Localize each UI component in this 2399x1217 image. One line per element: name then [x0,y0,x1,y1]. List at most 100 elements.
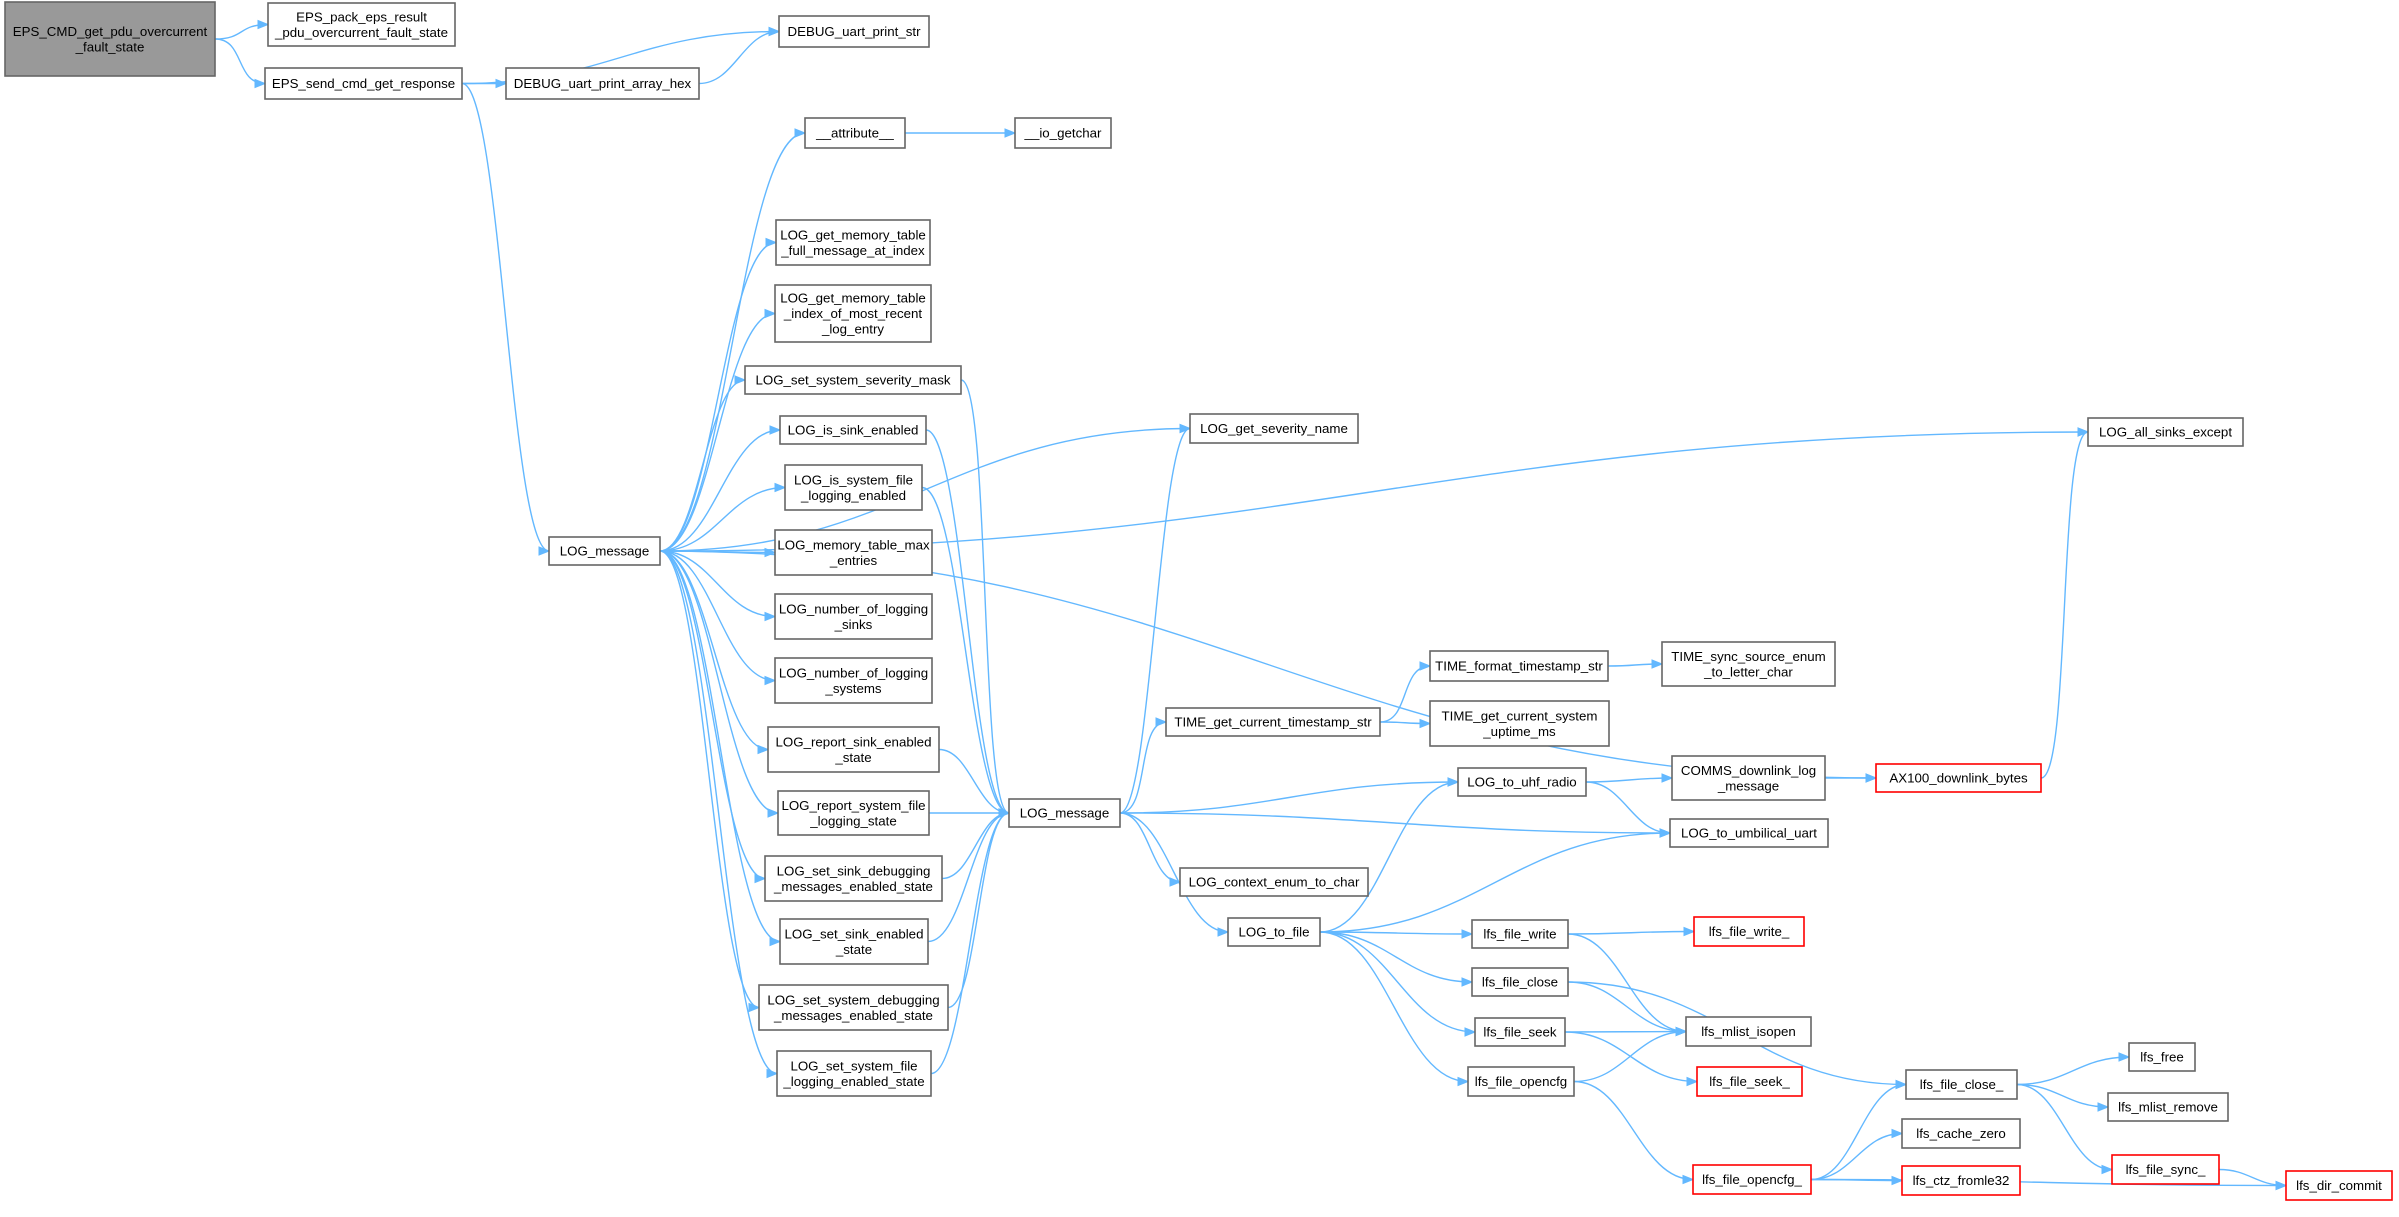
arrowhead [1457,1076,1470,1087]
node-label: lfs_file_seek_ [1709,1074,1790,1089]
arrowhead [2275,1180,2288,1191]
node-time-sync[interactable]: TIME_sync_source_enum_to_letter_char [1661,641,1836,687]
node-eps-pack[interactable]: EPS_pack_eps_result_pdu_overcurrent_faul… [267,2,456,47]
node-box [1696,1066,1803,1097]
node-log-all-sinks[interactable]: LOG_all_sinks_except [2087,417,2244,447]
node-lfs-write[interactable]: lfs_file_write [1471,919,1569,949]
node-lfs-write-[interactable]: lfs_file_write_ [1693,916,1805,947]
node-lfs-close[interactable]: lfs_file_close [1471,967,1569,997]
edge-log-msg-b-to-time-cur-ts [1119,721,1167,814]
node-log-ctx[interactable]: LOG_context_enum_to_char [1179,867,1369,897]
node-label: LOG_report_sink_enabled [776,734,932,749]
node-set-sys-dbg[interactable]: LOG_set_system_debugging_messages_enable… [758,984,949,1031]
edge-debug-hex-to-debug-print [698,30,780,85]
node-lfs-opencfg[interactable]: lfs_file_opencfg [1467,1066,1575,1097]
edge-log-msg-a-to-rep-sys-file [659,550,779,814]
edge-log-msg-a-to-num-sinks [659,550,776,618]
node-box [778,15,930,48]
edge-set-sink-en-to-log-msg-b [927,812,1010,943]
arrowhead [257,19,270,30]
node-set-sev-mask[interactable]: LOG_set_system_severity_mask [744,365,962,395]
arrowhead [1895,1079,1908,1090]
node-eps-send[interactable]: EPS_send_cmd_get_response [264,67,463,100]
node-label: lfs_file_write [1483,927,1556,942]
arrowhead [1179,423,1192,434]
node-log-to-file[interactable]: LOG_to_file [1227,917,1321,947]
node-box [2087,417,2244,447]
edge-set-sys-file-to-log-msg-b [930,812,1010,1075]
node-lfs-close-[interactable]: lfs_file_close_ [1905,1069,2018,1100]
node-lfs-seek-[interactable]: lfs_file_seek_ [1696,1066,1803,1097]
node-time-uptime[interactable]: TIME_get_current_system_uptime_ms [1429,700,1610,747]
node-debug-print[interactable]: DEBUG_uart_print_str [778,15,930,48]
node-is-sys-file[interactable]: LOG_is_system_file_logging_enabled [784,464,923,511]
node-log-msg-a[interactable]: LOG_message [548,536,661,566]
node-label: EPS_send_cmd_get_response [272,76,455,91]
node-root[interactable]: EPS_CMD_get_pdu_overcurrent_fault_state [4,1,216,77]
node-lfs-ctz[interactable]: lfs_ctz_fromle32 [1901,1165,2021,1196]
edge-lfs-write-to-lfs-mlist-isopen [1567,933,1687,1033]
node-label: lfs_file_close_ [1920,1077,2004,1092]
edge-log-msg-b-to-log-to-file [1119,812,1229,933]
arrowhead [254,78,267,89]
node-lfs-cache-zero[interactable]: lfs_cache_zero [1901,1118,2021,1149]
node-set-sys-file[interactable]: LOG_set_system_file_logging_enabled_stat… [776,1050,932,1097]
node-set-sink-en[interactable]: LOG_set_sink_enabled_state [779,918,929,965]
node-num-sinks[interactable]: LOG_number_of_logging_sinks [774,593,933,640]
node-attribute[interactable]: __attribute__ [804,117,906,149]
arrowhead [767,808,780,818]
edge-lfs-opencfg-to-lfs-mlist-isopen [1573,1030,1687,1083]
node-comms-dl[interactable]: COMMS_downlink_log_message [1671,755,1826,801]
node-time-cur-ts[interactable]: TIME_get_current_timestamp_str [1165,707,1381,737]
node-lfs-seek[interactable]: lfs_file_seek [1474,1017,1566,1047]
node-box [774,593,933,640]
node-box [1474,1017,1566,1047]
node-lfs-dir-commit[interactable]: lfs_dir_commit [2285,1170,2393,1201]
node-set-sink-dbg[interactable]: LOG_set_sink_debugging_messages_enabled_… [764,855,943,902]
edge-ax100-to-log-all-sinks [2040,431,2089,779]
node-label: LOG_is_sink_enabled [788,423,919,438]
node-get-mem-full[interactable]: LOG_get_memory_table_full_message_at_ind… [775,219,931,266]
node-label: _messages_enabled_state [773,1008,933,1023]
node-debug-hex[interactable]: DEBUG_uart_print_array_hex [505,67,700,100]
arrowhead [769,936,782,947]
edge-set-sys-dbg-to-log-msg-b [947,812,1010,1009]
node-lfs-mlist-isopen[interactable]: lfs_mlist_isopen [1685,1016,1812,1047]
node-box [767,726,940,773]
arrowhead [1675,1026,1688,1037]
node-is-sink-en[interactable]: LOG_is_sink_enabled [779,415,927,445]
node-label: LOG_number_of_logging [779,601,928,616]
node-label: EPS_CMD_get_pdu_overcurrent [13,24,208,39]
node-time-fmt-ts[interactable]: TIME_format_timestamp_str [1429,650,1609,682]
node-label: _log_entry [821,322,884,337]
arrowhead [1004,128,1017,138]
node-box [777,790,930,836]
node-log-msg-b[interactable]: LOG_message [1008,798,1121,828]
node-rep-sink[interactable]: LOG_report_sink_enabled_state [767,726,940,773]
node-box [2111,1154,2220,1185]
node-io-getchar[interactable]: __io_getchar [1014,117,1112,149]
node-label: COMMS_downlink_log [1681,763,1816,778]
node-lfs-mlist-remove[interactable]: lfs_mlist_remove [2107,1092,2229,1122]
arrowhead [1686,1076,1699,1087]
node-label: _message [1717,778,1779,793]
node-lfs-opencfg-[interactable]: lfs_file_opencfg_ [1692,1164,1812,1195]
node-get-mem-idx[interactable]: LOG_get_memory_table_index_of_most_recen… [774,284,932,343]
edge-log-msg-a-to-set-sink-en [659,550,781,943]
node-get-sev-name[interactable]: LOG_get_severity_name [1189,413,1359,444]
arrowhead [2077,427,2090,437]
edge-set-sev-mask-to-log-msg-b [960,379,1010,814]
node-box [774,284,932,343]
node-mem-max[interactable]: LOG_memory_table_max_entries [774,529,933,576]
node-ax100[interactable]: AX100_downlink_bytes [1875,763,2042,793]
node-rep-sys-file[interactable]: LOG_report_system_file_logging_state [777,790,930,836]
node-num-systems[interactable]: LOG_number_of_logging_systems [774,657,933,704]
node-lfs-free[interactable]: lfs_free [2128,1042,2196,1072]
node-label: lfs_file_opencfg [1475,1074,1567,1089]
node-log-uhf[interactable]: LOG_to_uhf_radio [1457,767,1587,797]
node-lfs-sync-[interactable]: lfs_file_sync_ [2111,1154,2220,1185]
edge-lfs-seek-to-lfs-mlist-isopen [1564,1030,1687,1033]
arrowhead [1865,773,1878,783]
node-log-umb[interactable]: LOG_to_umbilical_uart [1669,818,1829,848]
node-label: __attribute__ [815,126,894,141]
